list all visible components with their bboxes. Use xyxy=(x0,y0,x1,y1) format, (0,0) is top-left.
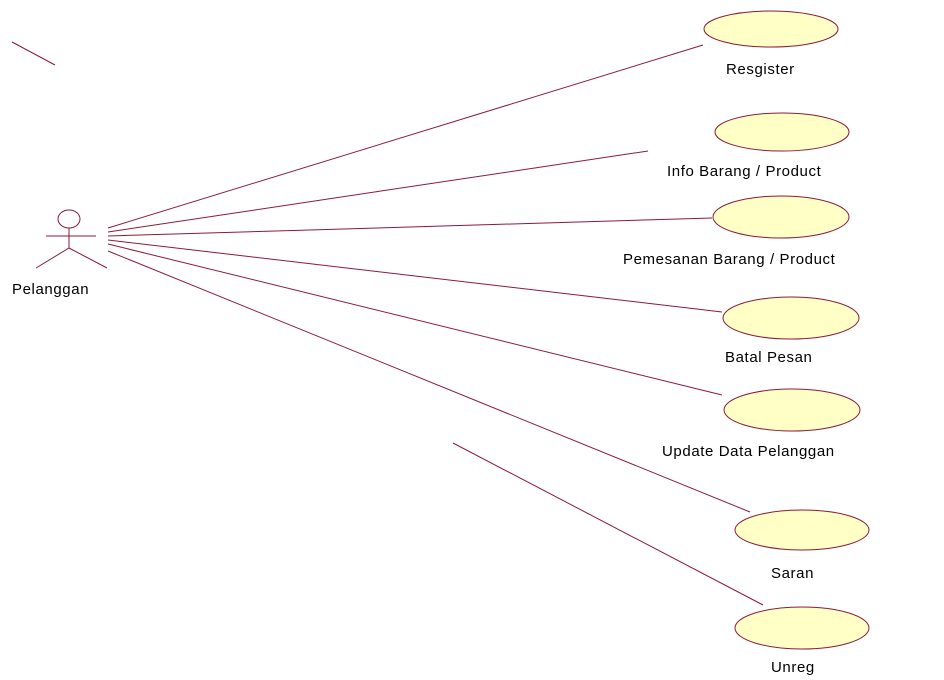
usecase-label-update-data-pelanggan: Update Data Pelanggan xyxy=(662,443,835,460)
usecase-info-barang[interactable] xyxy=(714,112,850,152)
association-update-data-pelanggan xyxy=(107,243,723,396)
usecase-label-saran: Saran xyxy=(771,565,814,582)
usecase-resgister[interactable] xyxy=(703,10,839,48)
association-batal-pesan xyxy=(107,239,723,313)
usecase-label-batal-pesan: Batal Pesan xyxy=(725,349,813,366)
association-pemesanan-barang xyxy=(107,217,713,237)
association-saran xyxy=(107,250,751,513)
actor-left-leg xyxy=(35,247,70,269)
usecase-saran[interactable] xyxy=(734,509,870,551)
usecase-batal-pesan[interactable] xyxy=(722,296,860,340)
association-resgister xyxy=(107,44,704,229)
actor-label: Pelanggan xyxy=(12,281,89,298)
usecase-label-info-barang: Info Barang / Product xyxy=(667,163,822,180)
usecase-label-resgister: Resgister xyxy=(726,61,795,78)
actor-head xyxy=(57,209,81,229)
usecase-unreg[interactable] xyxy=(734,606,870,650)
stick-figure-icon[interactable] xyxy=(35,209,108,269)
usecase-label-unreg: Unreg xyxy=(771,659,815,676)
actor-right-leg xyxy=(68,247,108,269)
usecase-label-pemesanan-barang: Pemesanan Barang / Product xyxy=(623,251,836,268)
usecase-pemesanan-barang[interactable] xyxy=(712,195,850,239)
stray-line-top-left xyxy=(11,41,56,66)
usecase-update-data-pelanggan[interactable] xyxy=(723,388,861,432)
associations xyxy=(107,44,751,513)
association-info-barang xyxy=(107,150,649,233)
stray-line-middle xyxy=(452,442,764,606)
